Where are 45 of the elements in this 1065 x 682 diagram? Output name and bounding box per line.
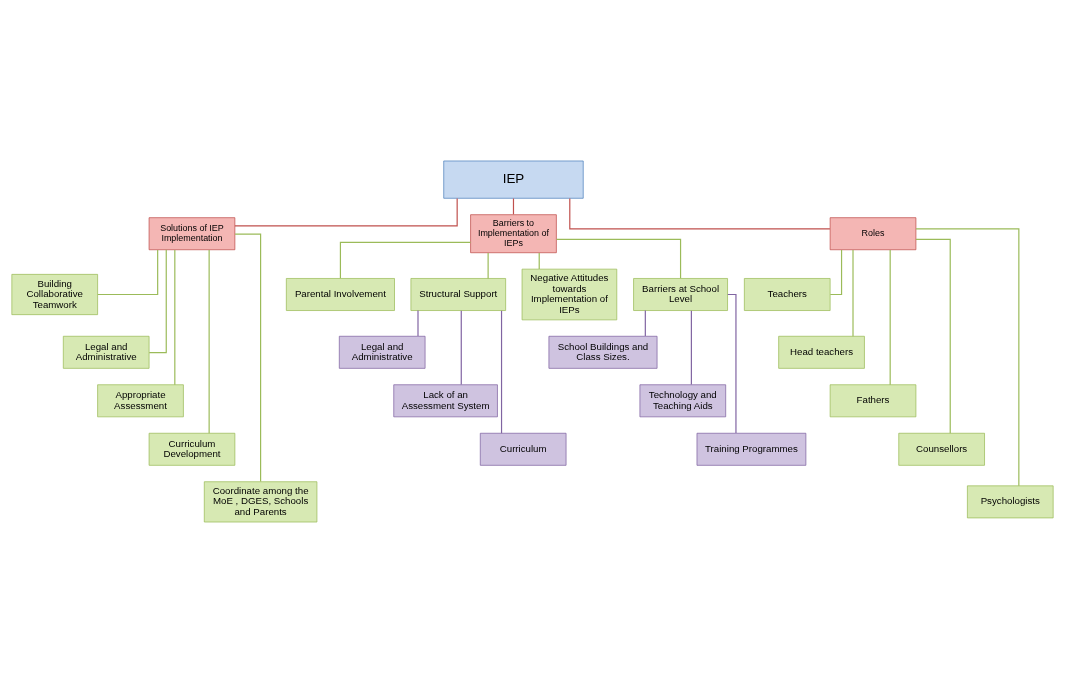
connector: [690, 309, 692, 385]
node-box: Counsellors: [898, 432, 985, 466]
connector: [569, 197, 831, 229]
connector: [500, 309, 503, 434]
connector: [208, 248, 210, 434]
node-box: Negative Attitudes towards Implementation of IEPs: [521, 268, 618, 320]
node-box: Lack of an Assessment System: [393, 383, 498, 417]
node-box: Training Programmes: [696, 432, 807, 466]
node-box: Barriers to Implementation of IEPs: [470, 213, 557, 253]
connector: [915, 227, 1020, 486]
node-box: Psychologists: [967, 484, 1054, 518]
node-box: Fathers: [829, 383, 917, 417]
node-box: Appropriate Assessment: [97, 383, 184, 417]
node-box: Coordinate among the MoE , DGES, Schools and Parents: [203, 480, 318, 522]
node-box: Curriculum: [479, 432, 567, 466]
connector: [889, 248, 891, 385]
node-box: IEP: [443, 160, 584, 199]
connector: [234, 197, 458, 226]
connector: [460, 309, 462, 385]
connector: [148, 248, 167, 353]
node-box: Technology and Teaching Aids: [639, 383, 727, 417]
node-box: Solutions of IEP Implementation: [148, 216, 236, 250]
connector: [555, 238, 682, 279]
node-box: Curriculum Development: [148, 432, 236, 466]
connector: [234, 233, 262, 482]
connector: [644, 309, 646, 337]
connector: [174, 248, 176, 385]
connector: [727, 293, 737, 434]
node-box: Structural Support: [410, 277, 507, 311]
node-box: Teachers: [743, 277, 831, 311]
connector: [852, 248, 854, 337]
node-box: Legal and Administrative: [338, 335, 426, 369]
node-box: Building Collaborative Teamwork: [11, 273, 98, 315]
connector: [915, 238, 951, 434]
node-box: School Buildings and Class Sizes.: [548, 335, 658, 369]
node-box: Parental Involvement: [285, 277, 395, 311]
connector: [417, 309, 419, 337]
connector: [339, 241, 472, 279]
connector: [97, 248, 159, 295]
node-box: Roles: [829, 216, 917, 250]
connector: [829, 248, 843, 295]
connector: [487, 251, 489, 279]
node-box: Barriers at School Level: [633, 277, 728, 311]
node-box: Legal and Administrative: [62, 335, 150, 369]
node-box: Head teachers: [778, 335, 865, 369]
